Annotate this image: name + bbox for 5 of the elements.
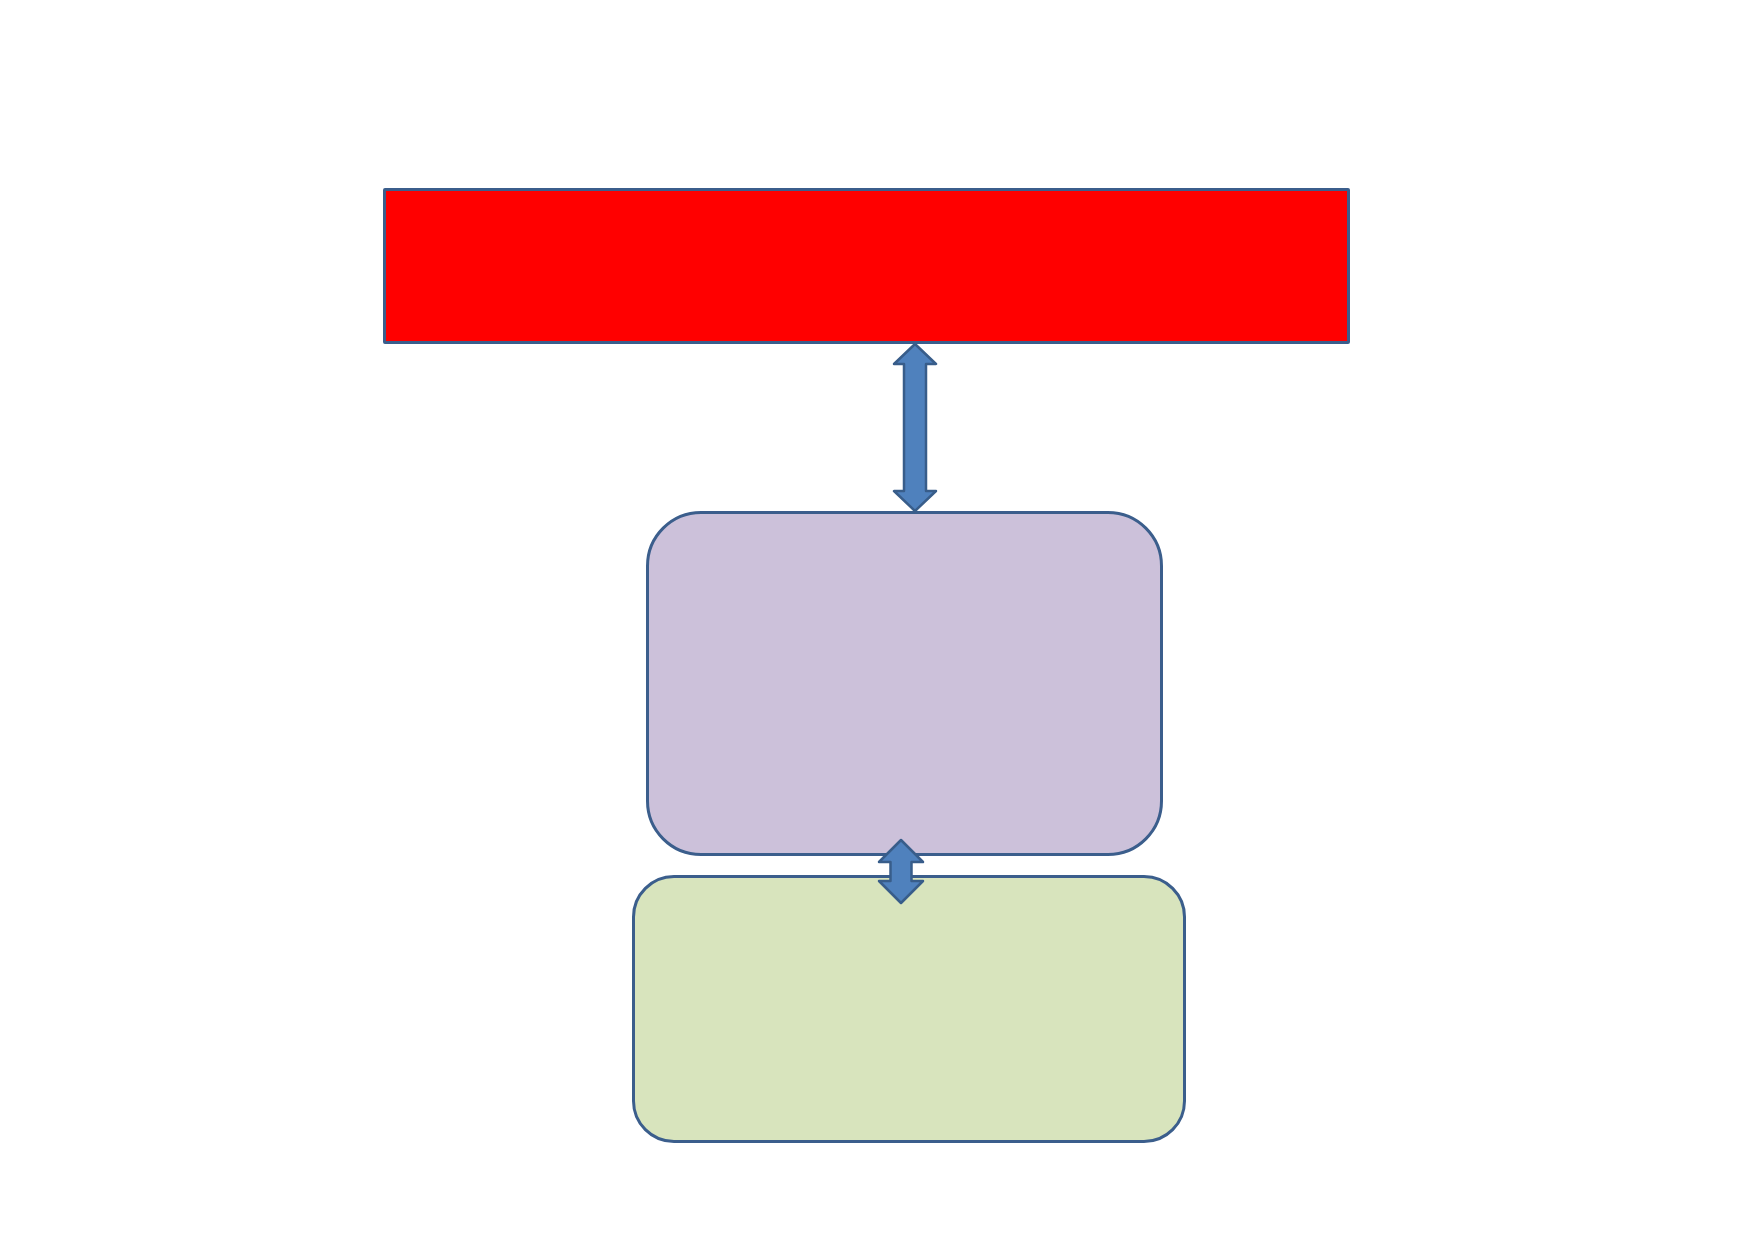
rounded-box: [646, 511, 1163, 856]
double-arrow: [877, 838, 925, 905]
double-arrow: [892, 342, 938, 513]
rounded-box: [632, 875, 1186, 1143]
rectangle-box: [383, 188, 1350, 344]
